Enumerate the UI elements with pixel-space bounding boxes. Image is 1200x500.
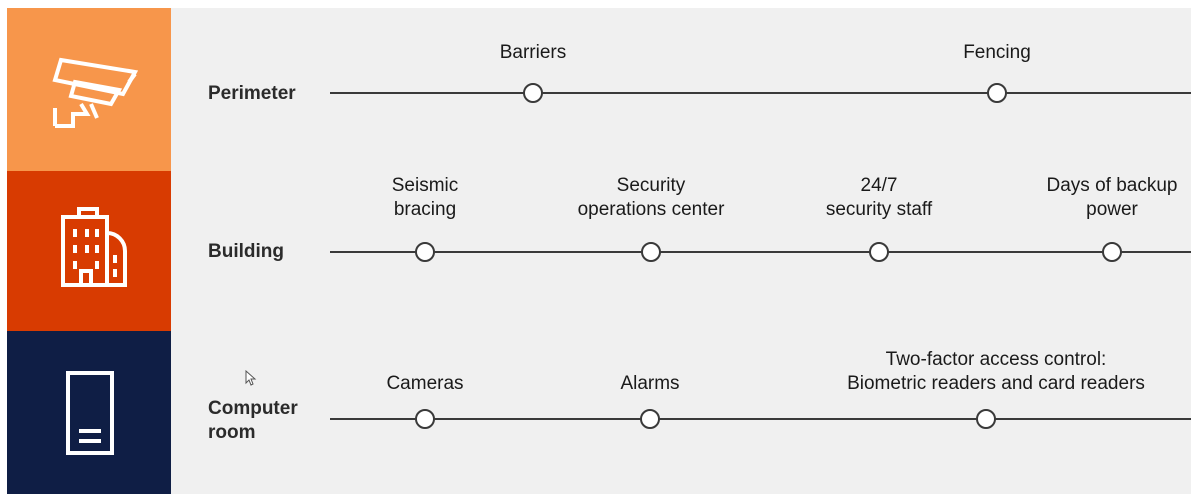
two-factor-access-node: [976, 409, 996, 429]
computer-room-line1: Computer: [208, 398, 298, 419]
two-factor-access-line2: Biometric readers and card readers: [847, 373, 1145, 394]
backup-power-node: [1102, 242, 1122, 262]
security-camera-icon: [52, 57, 139, 128]
building-band: [7, 171, 171, 331]
perimeter-timeline: [330, 92, 1191, 94]
computer-room-timeline: [330, 418, 1191, 420]
office-building-icon: [61, 207, 127, 287]
seismic-bracing-line2: bracing: [393, 199, 457, 220]
barriers-label: Barriers: [423, 41, 643, 65]
alarms-line1: Alarms: [620, 373, 680, 394]
security-staff-label: 24/7 security staff: [769, 174, 989, 222]
fencing-node: [987, 83, 1007, 103]
row-label-perimeter: Perimeter: [208, 83, 296, 104]
row-label-building: Building: [208, 241, 284, 262]
backup-power-line1: Days of backup: [1046, 175, 1178, 196]
fencing-label-line1: Fencing: [963, 42, 1031, 63]
security-operations-center-node: [641, 242, 661, 262]
computer-room-band: [7, 331, 171, 494]
fencing-label: Fencing: [887, 41, 1107, 65]
security-staff-node: [869, 242, 889, 262]
diagram-canvas: Perimeter Barriers Fencing Building Seis…: [7, 8, 1191, 494]
mouse-pointer-icon: [245, 370, 257, 386]
building-timeline: [330, 251, 1191, 253]
computer-room-line2: room: [208, 422, 256, 443]
two-factor-access-label: Two-factor access control: Biometric rea…: [806, 348, 1186, 396]
seismic-bracing-label: Seismic bracing: [315, 174, 535, 222]
security-operations-center-label: Security operations center: [541, 174, 761, 222]
security-operations-center-line2: operations center: [577, 199, 725, 220]
backup-power-line2: power: [1086, 199, 1138, 220]
cameras-label: Cameras: [315, 372, 535, 396]
seismic-bracing-node: [415, 242, 435, 262]
security-staff-line2: security staff: [825, 199, 933, 220]
security-operations-center-line1: Security: [616, 175, 686, 196]
alarms-label: Alarms: [540, 372, 760, 396]
row-label-computer-room: Computer room: [208, 397, 298, 445]
backup-power-label: Days of backup power: [1002, 174, 1200, 222]
barriers-node: [523, 83, 543, 103]
security-staff-line1: 24/7: [860, 175, 898, 196]
alarms-node: [640, 409, 660, 429]
server-rack-icon: [66, 371, 114, 455]
two-factor-access-line1: Two-factor access control:: [885, 349, 1107, 370]
barriers-label-line1: Barriers: [499, 42, 567, 63]
cameras-node: [415, 409, 435, 429]
seismic-bracing-line1: Seismic: [391, 175, 459, 196]
perimeter-band: [7, 8, 171, 171]
cameras-line1: Cameras: [386, 373, 464, 394]
